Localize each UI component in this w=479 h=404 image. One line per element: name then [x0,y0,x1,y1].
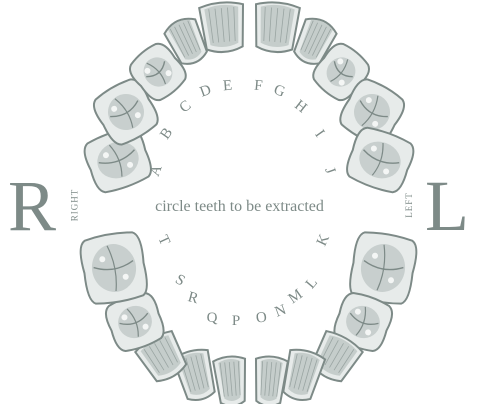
lower-tooth-5[interactable] [252,355,288,404]
upper-tooth-letter-f: F [253,78,263,95]
lower-tooth-letter-q: Q [207,310,218,326]
lower-tooth-letter-l: L [303,275,321,292]
lower-tooth-letter-r: R [186,289,200,307]
lower-tooth-letter-p: P [232,313,240,329]
lower-tooth-letter-k: K [314,232,333,249]
lower-tooth-letter-n: N [273,302,289,321]
upper-tooth-5[interactable] [199,1,247,54]
upper-teeth-group [80,1,417,197]
lower-teeth-group [78,229,419,404]
lower-tooth-letter-m: M [286,286,306,307]
upper-tooth-letter-e: E [222,78,233,95]
upper-tooth-6[interactable] [252,1,300,54]
lower-tooth-letter-t: T [154,233,172,248]
upper-tooth-letter-d: D [198,82,214,101]
upper-tooth-letter-j: J [321,165,338,176]
upper-tooth-letter-b: B [157,125,176,142]
instruction-text: circle teeth to be extracted [0,198,479,216]
lower-tooth-6[interactable] [213,355,249,404]
lower-tooth-10[interactable] [78,229,150,307]
upper-tooth-letter-i: I [311,127,327,140]
upper-tooth-letter-h: H [291,97,310,116]
upper-tooth-letter-g: G [272,82,288,101]
lower-tooth-letter-o: O [255,309,268,326]
upper-tooth-letter-c: C [177,97,195,116]
lower-tooth-letter-s: S [172,272,187,290]
